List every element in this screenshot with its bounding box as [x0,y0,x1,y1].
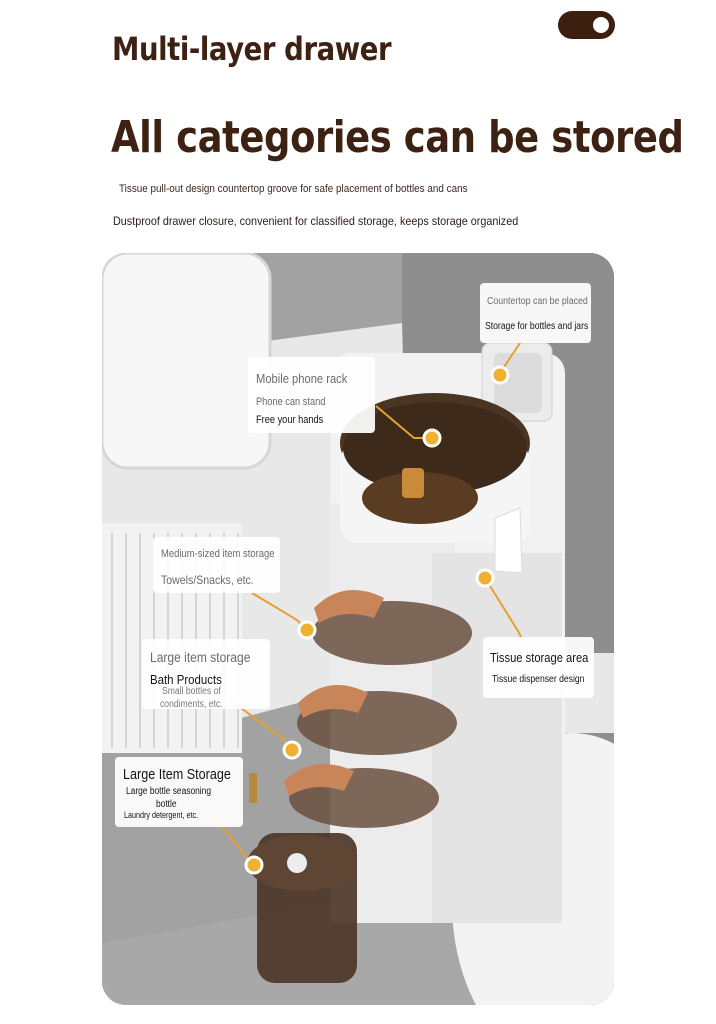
callout-countertop: Countertop can be placed Storage for bot… [480,283,591,343]
large-item-storage-title: Large Item Storage [123,766,231,783]
phone-rack-line2: Free your hands [256,414,324,426]
countertop-line1: Countertop can be placed [487,296,588,307]
section-title: Multi-layer drawer [112,30,392,68]
large-storage-line3: condiments, etc. [160,699,223,710]
large-storage-title: Large item storage [150,649,251,665]
large-storage-line1: Bath Products [150,672,222,687]
callout-tissue-area: Tissue storage area Tissue dispenser des… [483,637,594,698]
phone-rack-title: Mobile phone rack [256,371,348,386]
tissue-area-line1: Tissue dispenser design [492,674,585,685]
large-storage-line2: Small bottles of [162,686,221,697]
subline-2: Dustproof drawer closure, convenient for… [113,214,519,228]
countertop-line2: Storage for bottles and jars [485,321,589,332]
large-item-storage-line2: bottle [156,799,177,810]
large-item-storage-line1: Large bottle seasoning [126,786,211,797]
medium-storage-title: Medium-sized item storage [161,548,275,560]
toggle-switch[interactable] [558,11,615,39]
callout-phone-rack: Mobile phone rack Phone can stand Free y… [248,357,375,433]
headline: All categories can be stored [111,112,684,163]
callout-large-item-storage: Large Item Storage Large bottle seasonin… [115,757,243,827]
tissue-area-title: Tissue storage area [490,650,589,665]
toggle-knob [593,17,609,33]
callout-large-storage: Large item storage Bath Products Small b… [142,639,270,710]
subline-1: Tissue pull-out design countertop groove… [119,183,468,195]
medium-storage-line1: Towels/Snacks, etc. [161,573,254,587]
phone-rack-line1: Phone can stand [256,396,326,408]
callout-medium-storage: Medium-sized item storage Towels/Snacks,… [153,537,280,593]
large-item-storage-line3: Laundry detergent, etc. [124,810,199,820]
